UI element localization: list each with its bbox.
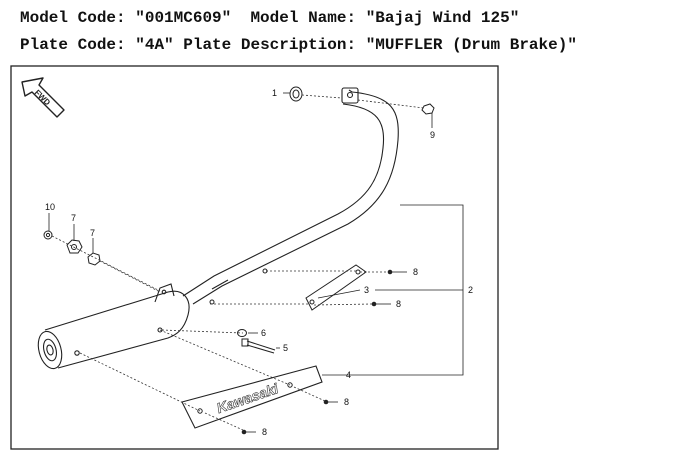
callout-2: 2: [468, 285, 473, 295]
model-name-label: Model Name:: [250, 9, 357, 27]
header-line-model: Model Code: "001MC609" Model Name: "Baja…: [20, 8, 519, 28]
callout-8d: 8: [262, 427, 267, 437]
fwd-arrow-icon: FWD: [21, 77, 65, 118]
screws: [241, 269, 393, 435]
plate-code-value: "4A": [135, 36, 174, 54]
gasket-icon: [289, 86, 303, 102]
callout-8c: 8: [344, 397, 349, 407]
callout-9: 9: [430, 130, 435, 140]
callout-6: 6: [261, 328, 266, 338]
callout-3: 3: [364, 285, 369, 295]
plate-description-value: "MUFFLER (Drum Brake)": [365, 36, 577, 54]
callout-4: 4: [346, 370, 351, 380]
dashed-leaders: [51, 94, 425, 431]
solid-leaders: [48, 92, 464, 433]
diagram-frame: [10, 65, 499, 450]
heat-shield-upper: [305, 264, 367, 311]
header-line-plate: Plate Code: "4A" Plate Description: "MUF…: [20, 35, 577, 55]
nut-7a-icon: [66, 239, 83, 254]
plate-description-label: Plate Description:: [183, 36, 357, 54]
callout-8a: 8: [413, 267, 418, 277]
small-parts: [43, 86, 435, 354]
callout-labels: 1 2 3 4 5 6 7 7 8 8 8 8 9 10: [45, 88, 473, 437]
nut-7b-icon: [87, 252, 101, 266]
muffler-body: [37, 283, 190, 370]
callout-5: 5: [283, 343, 288, 353]
callout-7a: 7: [71, 213, 76, 223]
bolt-5-icon: [246, 340, 276, 354]
callout-10: 10: [45, 202, 55, 212]
heat-shield-lower: Kawasaki: [181, 365, 323, 429]
callout-8b: 8: [396, 299, 401, 309]
screw-icon: [241, 429, 247, 435]
washer-6-icon: [237, 329, 247, 337]
model-name-value: "Bajaj Wind 125": [365, 9, 520, 27]
model-code-value: "001MC609": [135, 9, 232, 27]
washer-10-icon: [43, 230, 53, 240]
nut-9-icon: [421, 103, 435, 115]
model-code-label: Model Code:: [20, 9, 126, 27]
screw-icon: [387, 269, 393, 275]
callout-7b: 7: [90, 228, 95, 238]
exhaust-pipe: [182, 87, 399, 305]
plate-code-label: Plate Code:: [20, 36, 126, 54]
callout-1: 1: [272, 88, 277, 98]
screw-icon: [371, 301, 377, 307]
